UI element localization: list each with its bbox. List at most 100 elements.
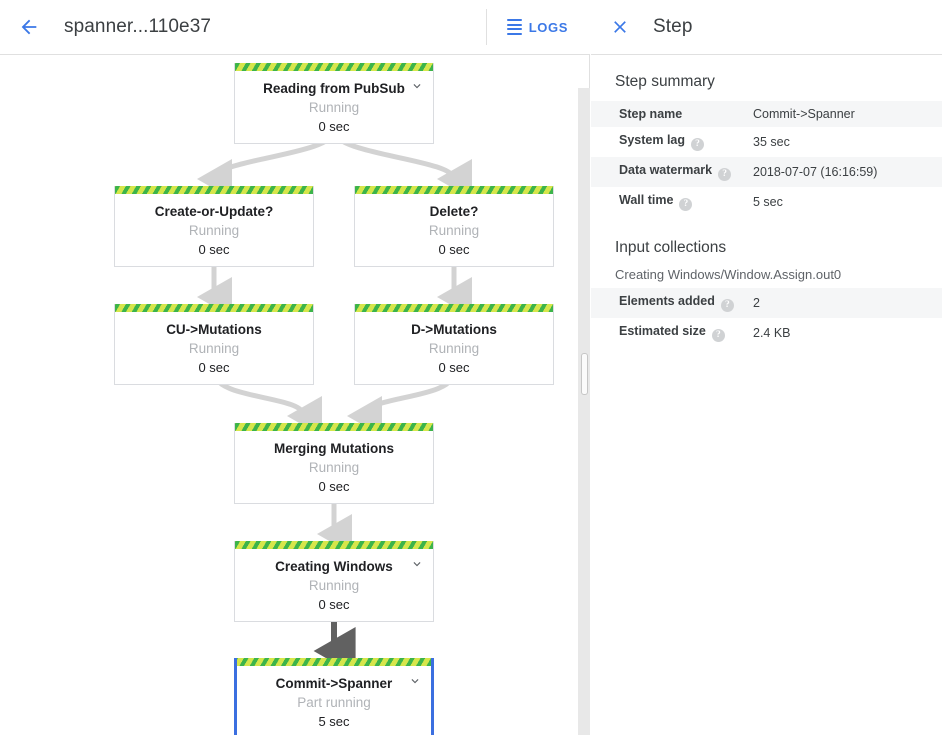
- node-time: 0 sec: [318, 597, 350, 612]
- table-row-value: 2018-07-07 (16:16:59): [753, 165, 878, 179]
- node-title: Merging Mutations: [274, 441, 394, 456]
- table-row-key: Data watermark?: [591, 157, 753, 187]
- node-status: Running: [188, 223, 240, 238]
- node-status-stripe: [235, 541, 433, 549]
- help-icon[interactable]: ?: [720, 299, 734, 312]
- table-row-key-label: Elements added: [619, 294, 715, 308]
- input-collections-heading: Input collections: [615, 239, 727, 256]
- top-app-bar-actions: LOGS: [485, 0, 590, 54]
- node-status: Running: [308, 460, 360, 475]
- help-icon[interactable]: ?: [691, 138, 705, 151]
- chevron-down-icon[interactable]: [408, 674, 422, 688]
- table-row-key: System lag?: [591, 127, 753, 157]
- node-title: CU->Mutations: [166, 322, 262, 337]
- help-icon[interactable]: ?: [711, 329, 725, 342]
- graph-edges: [196, 128, 473, 675]
- table-row-value: Commit->Spanner: [753, 107, 855, 121]
- graph-node-delete[interactable]: Delete? Running 0 sec: [354, 186, 554, 267]
- step-summary-heading: Step summary: [615, 73, 715, 90]
- top-app-bar: spanner...110e37 LOGS: [0, 0, 590, 55]
- table-row-value: 5 sec: [753, 195, 783, 209]
- step-panel-title: Step: [653, 16, 693, 37]
- table-row-value: 35 sec: [753, 135, 790, 149]
- help-icon[interactable]: ?: [679, 198, 693, 211]
- table-row: Data watermark?2018-07-07 (16:16:59): [591, 157, 942, 187]
- node-status-stripe: [235, 423, 433, 431]
- table-row: Wall time?5 sec: [591, 187, 942, 217]
- chevron-down-icon[interactable]: [410, 79, 424, 93]
- node-time: 0 sec: [318, 479, 350, 494]
- chevron-down-icon[interactable]: [410, 557, 424, 571]
- table-row-key: Step name: [591, 101, 753, 127]
- node-status-stripe: [355, 186, 553, 194]
- node-time: 0 sec: [198, 242, 230, 257]
- list-icon: [506, 19, 522, 35]
- node-time: 0 sec: [318, 119, 350, 134]
- node-status-stripe: [355, 304, 553, 312]
- node-body: Create-or-Update? Running 0 sec: [115, 194, 313, 266]
- input-collection-name: Creating Windows/Window.Assign.out0: [615, 267, 842, 282]
- pane-splitter[interactable]: [578, 88, 590, 735]
- table-row-key-label: Estimated size: [619, 324, 706, 338]
- node-title: Create-or-Update?: [154, 204, 274, 219]
- node-title: Reading from PubSub: [263, 81, 405, 96]
- table-row-key-label: Data watermark: [619, 163, 713, 177]
- node-status-stripe: [115, 304, 313, 312]
- section-spacer: [591, 217, 942, 239]
- step-details-pane: Step Step summary Step name Commit->Spann…: [591, 0, 942, 735]
- logs-button[interactable]: LOGS: [487, 9, 590, 45]
- graph-node-create-or-update[interactable]: Create-or-Update? Running 0 sec: [114, 186, 314, 267]
- table-row-key-label: Wall time: [619, 193, 674, 207]
- table-row: Step name Commit->Spanner: [591, 101, 942, 127]
- node-time: 5 sec: [318, 714, 350, 729]
- toolbar-divider: [485, 9, 487, 45]
- node-title: Delete?: [429, 204, 479, 219]
- table-row-value: 2.4 KB: [753, 326, 791, 340]
- node-title: Creating Windows: [275, 559, 393, 574]
- node-time: 0 sec: [198, 360, 230, 375]
- node-status: Running: [308, 578, 360, 593]
- table-row-key: Elements added?: [591, 288, 753, 318]
- table-row-key: Estimated size?: [591, 318, 753, 348]
- node-title: Commit->Spanner: [275, 676, 393, 691]
- table-row-key: Wall time?: [591, 187, 753, 217]
- help-icon[interactable]: ?: [718, 168, 732, 181]
- node-status: Running: [428, 223, 480, 238]
- job-graph-pane: spanner...110e37 LOGS: [0, 0, 590, 735]
- table-row: System lag?35 sec: [591, 127, 942, 157]
- splitter-grip-handle[interactable]: [580, 353, 588, 395]
- table-row-value: 2: [753, 296, 760, 310]
- page-title: spanner...110e37: [64, 16, 212, 37]
- table-row-key-label: Step name: [619, 107, 683, 121]
- table-row-key-label: System lag: [619, 133, 686, 147]
- table-row: Estimated size?2.4 KB: [591, 318, 942, 348]
- node-status-stripe: [115, 186, 313, 194]
- node-title: D->Mutations: [411, 322, 497, 337]
- node-status-stripe: [235, 63, 433, 71]
- node-status: Running: [188, 341, 240, 356]
- logs-button-label: LOGS: [528, 19, 568, 35]
- table-row: Elements added?2: [591, 288, 942, 318]
- node-time: 0 sec: [438, 242, 470, 257]
- node-status: Part running: [297, 695, 371, 710]
- close-icon[interactable]: [600, 7, 640, 47]
- node-status-stripe: [237, 658, 431, 666]
- arrow-left-icon[interactable]: [6, 4, 52, 50]
- node-status: Running: [428, 341, 480, 356]
